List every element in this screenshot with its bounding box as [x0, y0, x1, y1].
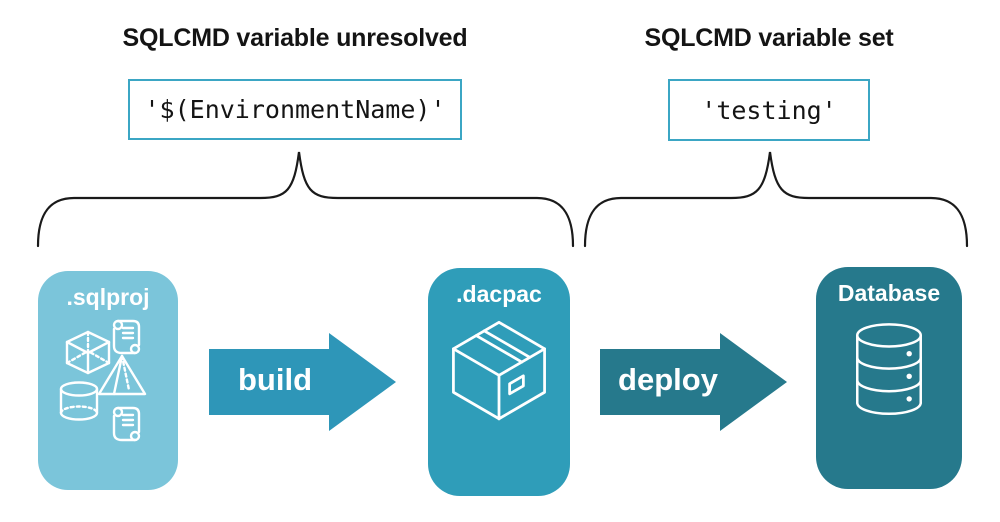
deploy-arrow-icon — [600, 333, 787, 431]
sql-project-objects-icon — [59, 319, 146, 442]
unresolved-code-box: '$(EnvironmentName)' — [128, 79, 462, 140]
dacpac-node: .dacpac — [428, 268, 570, 496]
sqlproj-node: .sqlproj — [38, 271, 178, 490]
left-brace-icon — [36, 151, 575, 248]
database-node-label: Database — [837, 280, 941, 306]
sqlproj-node-label: .sqlproj — [66, 284, 150, 310]
database-node: Database — [816, 267, 962, 489]
build-arrow-icon — [209, 333, 396, 431]
build-arrow-label: build — [237, 362, 313, 397]
database-cylinder-icon — [856, 323, 922, 416]
deploy-arrow-label: deploy — [618, 362, 718, 397]
right-brace-icon — [583, 151, 969, 248]
unresolved-code-text: '$(EnvironmentName)' — [144, 95, 446, 124]
package-box-icon — [452, 320, 546, 421]
set-code-text: 'testing' — [701, 95, 837, 125]
set-code-box: 'testing' — [668, 79, 870, 141]
set-title: SQLCMD variable set — [644, 24, 894, 52]
dacpac-node-label: .dacpac — [456, 281, 542, 307]
unresolved-title: SQLCMD variable unresolved — [122, 24, 468, 52]
